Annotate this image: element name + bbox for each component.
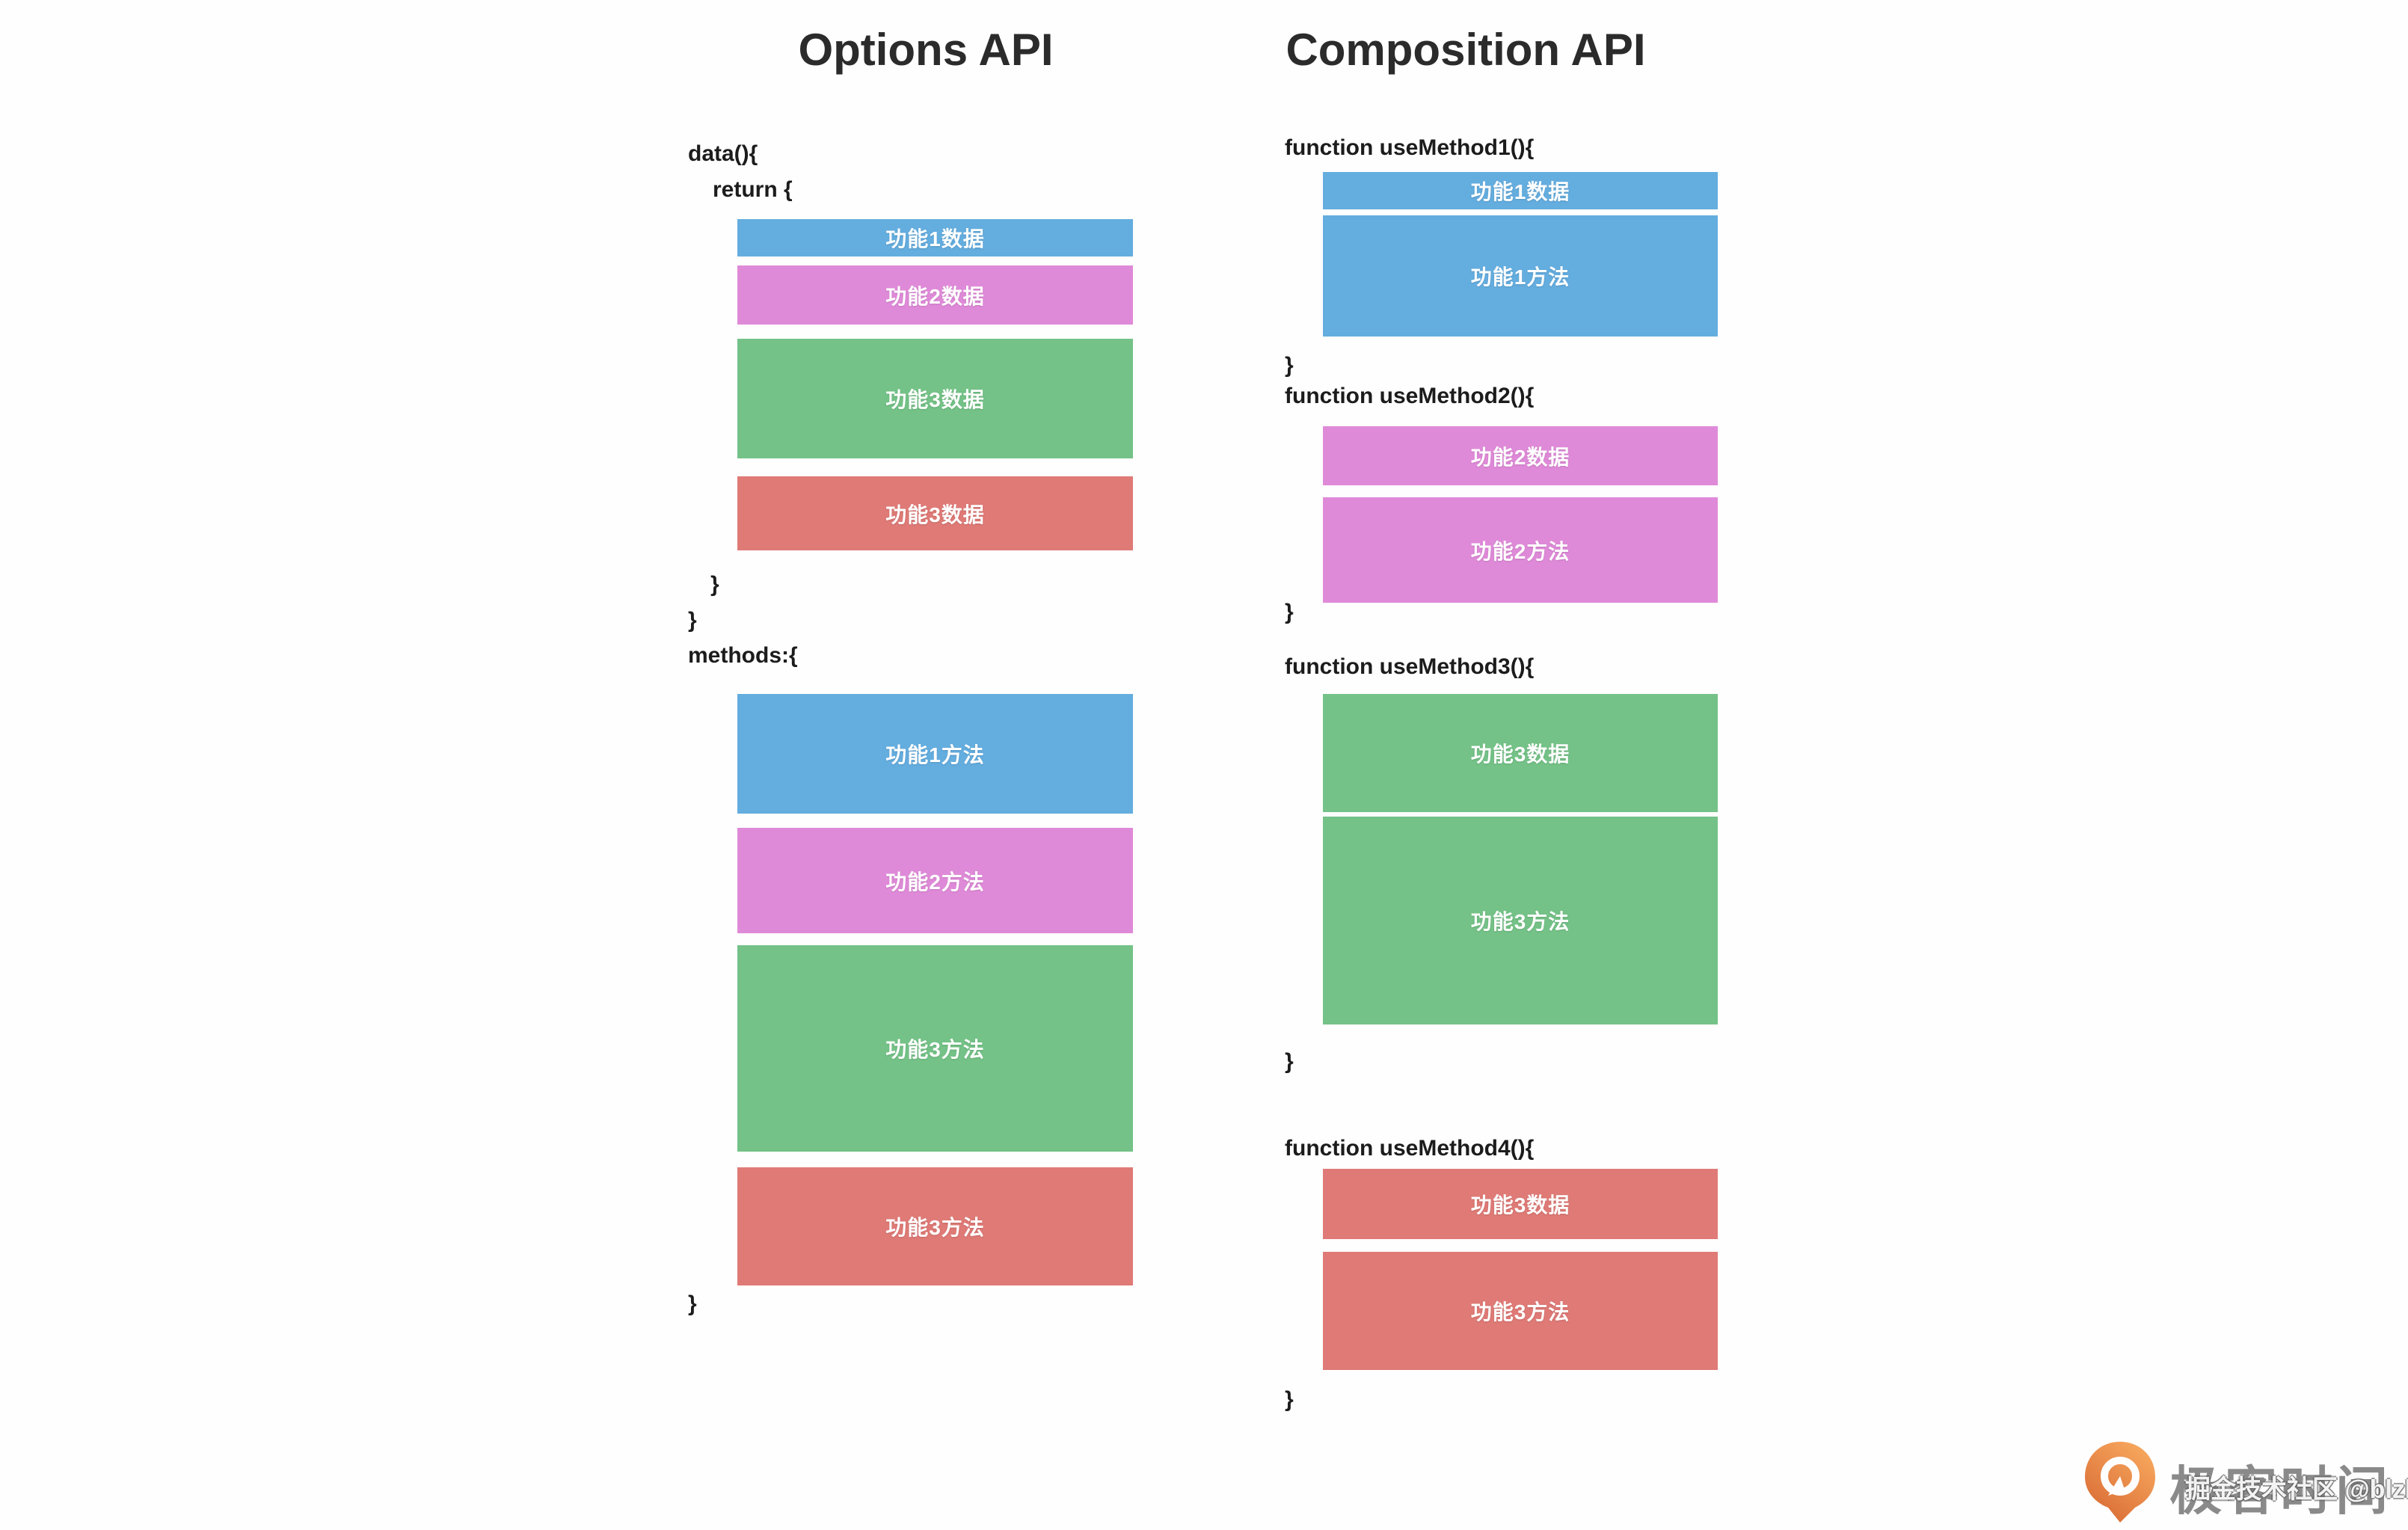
juejin-watermark-text: 掘金技术社区 @blzlh <box>2185 1475 2408 1504</box>
block-label: 功能1数据 <box>1470 180 1570 203</box>
composition-code-usemethod2-open: function useMethod2(){ <box>1285 384 1535 408</box>
options-code-methods-open: methods:{ <box>688 643 798 668</box>
composition-code-usemethod2-close: } <box>1285 600 1294 624</box>
block-label: 功能3数据 <box>885 503 985 526</box>
block-label: 功能1方法 <box>1470 265 1570 289</box>
options-method-block-feature3: 功能3方法 <box>737 945 1133 1152</box>
block-label: 功能3方法 <box>885 1038 985 1061</box>
options-method-block-feature2: 功能2方法 <box>737 828 1133 933</box>
options-code-return-open: return { <box>713 177 793 202</box>
usemethod4-method-block: 功能3方法 <box>1323 1252 1718 1370</box>
usemethod3-data-block: 功能3数据 <box>1323 694 1718 812</box>
usemethod1-data-block: 功能1数据 <box>1323 172 1718 209</box>
usemethod4-data-block: 功能3数据 <box>1323 1169 1718 1239</box>
options-data-block-feature3: 功能3数据 <box>737 339 1133 458</box>
options-code-data-close: } <box>688 608 697 633</box>
usemethod2-method-block: 功能2方法 <box>1323 497 1718 603</box>
block-label: 功能3数据 <box>885 388 985 411</box>
block-label: 功能2方法 <box>885 870 985 894</box>
block-label: 功能3方法 <box>885 1216 985 1239</box>
composition-api-title: Composition API <box>1286 25 1646 75</box>
geektime-brand-text: 极客时间 <box>2169 1462 2391 1520</box>
composition-code-usemethod3-close: } <box>1285 1049 1294 1074</box>
block-label: 功能1方法 <box>885 743 985 766</box>
options-code-data-open: data(){ <box>688 141 758 166</box>
block-label: 功能3数据 <box>1470 1193 1570 1217</box>
options-method-block-feature1: 功能1方法 <box>737 694 1133 814</box>
options-data-block-feature1: 功能1数据 <box>737 219 1133 256</box>
options-method-block-feature4: 功能3方法 <box>737 1167 1133 1285</box>
block-label: 功能2数据 <box>885 284 985 308</box>
block-label: 功能1数据 <box>885 227 985 251</box>
geektime-watermark: 极客时间 <box>2081 1437 2408 1526</box>
composition-code-usemethod4-open: function useMethod4(){ <box>1285 1136 1535 1161</box>
options-data-block-feature4: 功能3数据 <box>737 476 1133 550</box>
block-label: 功能3方法 <box>1470 910 1570 933</box>
usemethod3-method-block: 功能3方法 <box>1323 817 1718 1024</box>
geektime-logo-icon <box>2085 1442 2155 1523</box>
composition-code-usemethod1-open: function useMethod1(){ <box>1285 135 1535 160</box>
block-label: 功能2数据 <box>1470 445 1570 469</box>
block-label: 功能3方法 <box>1470 1300 1570 1324</box>
composition-code-usemethod3-open: function useMethod3(){ <box>1285 654 1535 679</box>
usemethod1-method-block: 功能1方法 <box>1323 215 1718 337</box>
options-code-methods-close: } <box>688 1291 697 1316</box>
options-code-return-close: } <box>710 572 719 597</box>
options-data-block-feature2: 功能2数据 <box>737 265 1133 325</box>
composition-code-usemethod1-close: } <box>1285 353 1294 378</box>
options-api-title: Options API <box>798 25 1054 75</box>
block-label: 功能2方法 <box>1470 539 1570 563</box>
block-label: 功能3数据 <box>1470 743 1570 766</box>
composition-code-usemethod4-close: } <box>1285 1387 1294 1412</box>
usemethod2-data-block: 功能2数据 <box>1323 426 1718 485</box>
